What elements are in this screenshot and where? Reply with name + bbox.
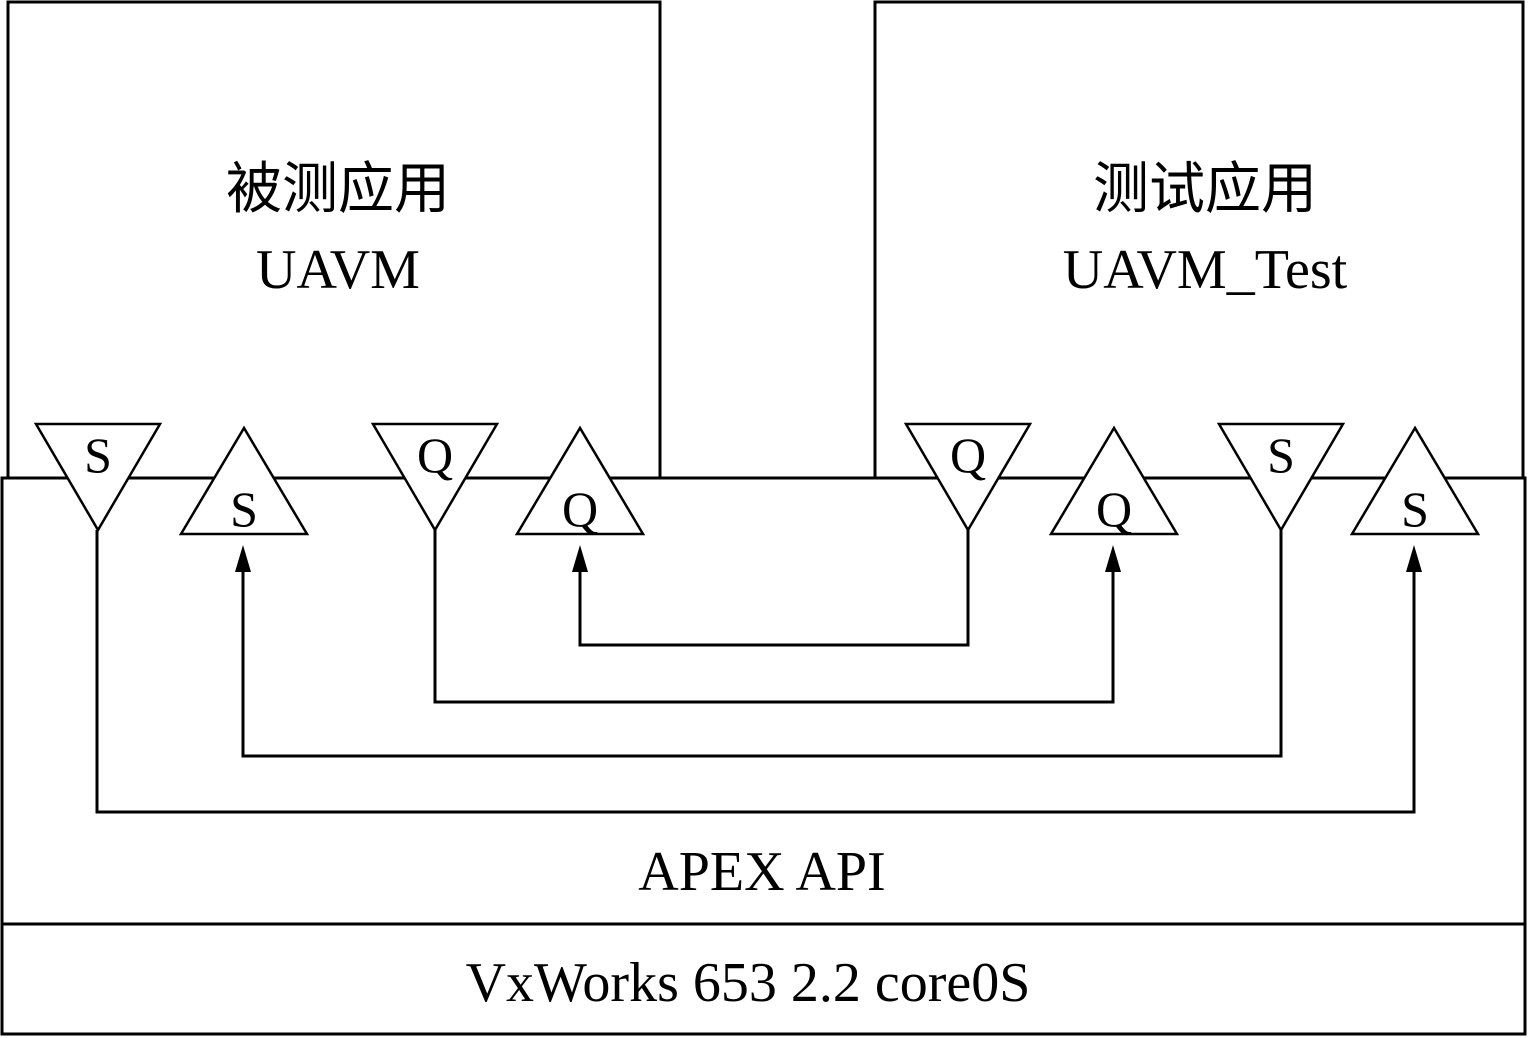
output-port-triangle-icon bbox=[903, 422, 1033, 533]
arrowhead-icon bbox=[235, 545, 251, 572]
port-right-queue-in: Q bbox=[1048, 425, 1180, 537]
partition-uavm-test-name: UAVM_Test bbox=[1063, 239, 1348, 301]
port-label: Q bbox=[1096, 481, 1132, 537]
queue-channel-test-to-uavm bbox=[578, 530, 970, 647]
input-port-triangle-icon bbox=[178, 425, 310, 536]
arrowhead-icon bbox=[1105, 545, 1121, 572]
port-right-queue-out: Q bbox=[903, 422, 1033, 533]
port-label: Q bbox=[950, 427, 986, 483]
output-port-triangle-icon bbox=[370, 422, 500, 533]
port-left-queue-out: Q bbox=[370, 422, 500, 533]
partition-uavm-name: UAVM bbox=[256, 239, 420, 301]
sampling-channel-uavm-to-test bbox=[95, 530, 1416, 814]
port-right-sampling-in: S bbox=[1349, 425, 1481, 537]
os-label: VxWorks 653 2.2 core0S bbox=[466, 952, 1031, 1014]
output-port-triangle-icon bbox=[1216, 422, 1346, 533]
port-left-sampling-out: S bbox=[33, 422, 163, 533]
partition-uavm-test-title: 测试应用 bbox=[1093, 159, 1317, 221]
port-label: S bbox=[1267, 427, 1295, 483]
input-port-triangle-icon bbox=[1048, 425, 1180, 536]
port-label: S bbox=[230, 481, 258, 537]
port-label: S bbox=[84, 427, 112, 483]
sampling-channel-test-to-uavm bbox=[241, 530, 1283, 758]
port-left-sampling-in: S bbox=[178, 425, 310, 537]
port-label: S bbox=[1401, 481, 1429, 537]
queue-channel-uavm-to-test bbox=[433, 530, 1115, 704]
arrowhead-icon bbox=[572, 545, 588, 572]
os-layer bbox=[0, 922, 1527, 1036]
partition-uavm-title: 被测应用 bbox=[226, 159, 450, 221]
apex-api-label: APEX API bbox=[638, 841, 885, 903]
input-port-triangle-icon bbox=[514, 425, 646, 536]
port-right-sampling-out: S bbox=[1216, 422, 1346, 533]
input-port-triangle-icon bbox=[1349, 425, 1481, 536]
arrowhead-icon bbox=[1406, 545, 1422, 572]
port-left-queue-in: Q bbox=[514, 425, 646, 537]
port-label: Q bbox=[417, 427, 453, 483]
output-port-triangle-icon bbox=[33, 422, 163, 533]
port-label: Q bbox=[562, 481, 598, 537]
